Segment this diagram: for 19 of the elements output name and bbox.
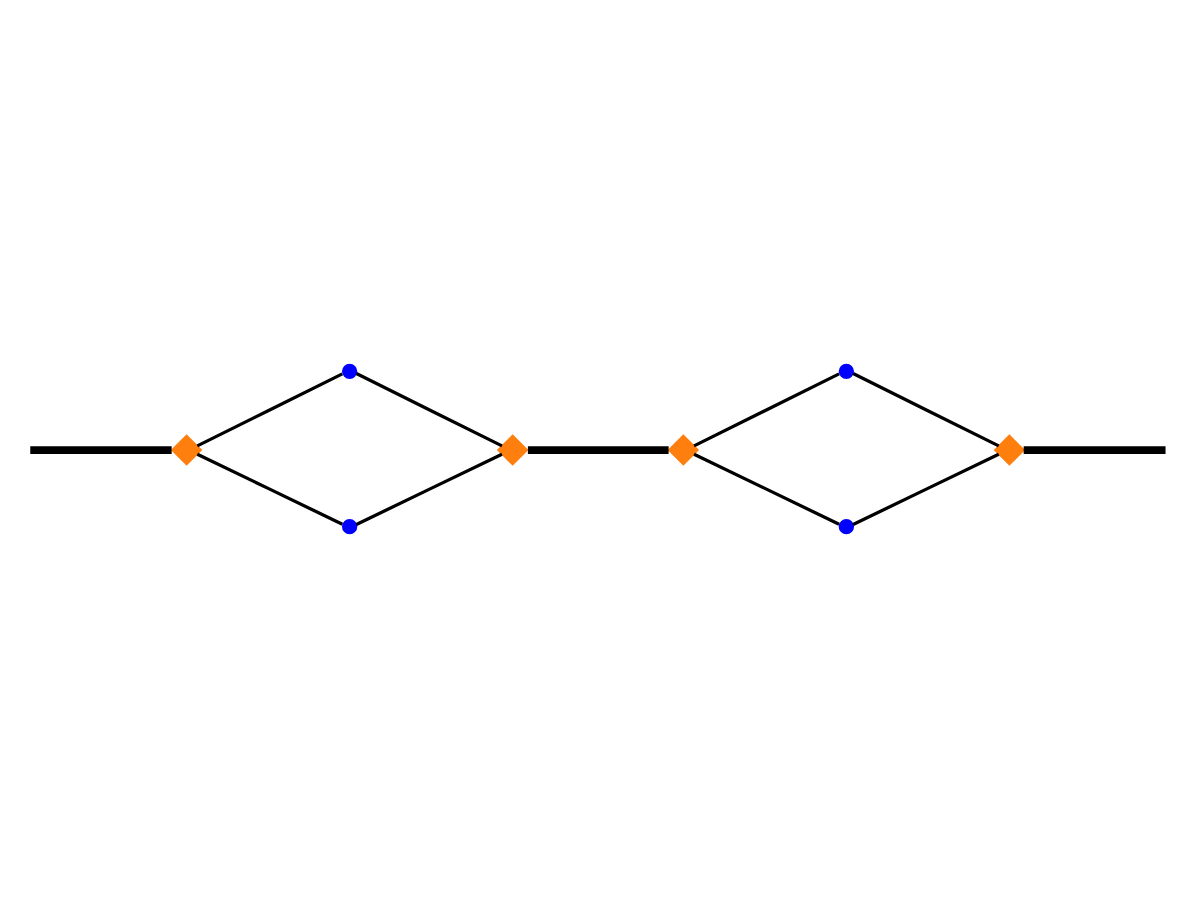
connector: [693, 452, 840, 526]
node-circle: [341, 519, 358, 535]
connector: [355, 452, 503, 526]
connector: [196, 372, 344, 448]
connector: [355, 372, 503, 448]
connector: [196, 452, 344, 526]
connector: [1023, 446, 1166, 454]
node-circle: [838, 363, 855, 379]
node-cross: [496, 434, 529, 466]
connector: [527, 446, 669, 454]
connector: [30, 446, 172, 454]
node-circle: [838, 519, 855, 535]
node-circle: [341, 363, 358, 379]
node-cross: [170, 434, 203, 466]
connector: [852, 372, 1000, 448]
node-cross: [993, 434, 1026, 466]
connector: [693, 372, 840, 448]
connector: [852, 452, 1000, 526]
node-cross: [667, 434, 700, 466]
